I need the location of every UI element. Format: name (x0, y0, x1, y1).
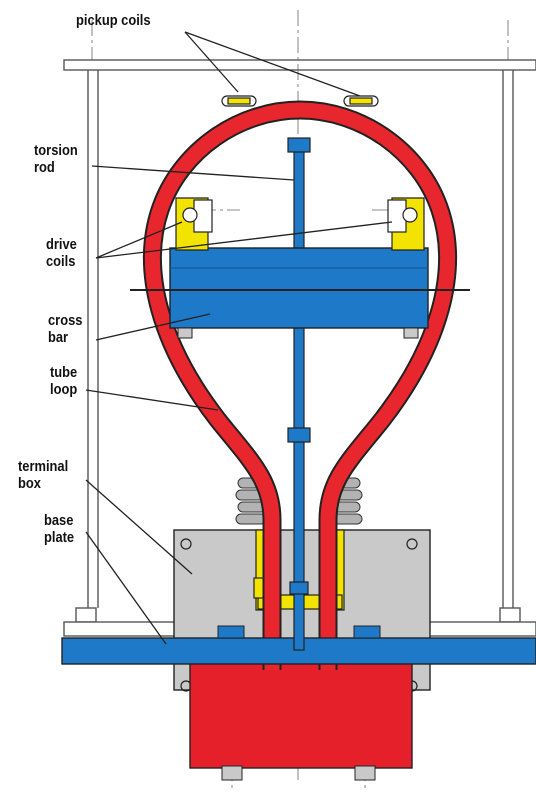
label-tube-loop-line1: tube (50, 364, 78, 381)
leader-lines (85, 31, 393, 645)
sensor-housing (173, 651, 431, 781)
label-cross-bar-line1: cross (48, 312, 83, 329)
label-terminal-box: terminal box (18, 458, 68, 492)
label-cross-bar: cross bar (48, 312, 82, 346)
label-base-plate: base plate (44, 512, 74, 546)
pickup-coil-left (221, 95, 257, 107)
torsion-rod (287, 137, 311, 651)
label-pickup-coils: pickup coils (76, 12, 151, 29)
pickup-coil-right (343, 95, 379, 107)
drive-coil-left (175, 197, 213, 251)
label-torsion-rod: torsion rod (34, 142, 78, 176)
label-tube-loop: tube loop (50, 364, 77, 398)
label-terminal-box-line1: terminal (18, 458, 69, 475)
label-base-plate-line2: plate (44, 529, 75, 546)
tube-loop (142, 100, 458, 670)
base-plate (61, 625, 536, 665)
label-base-plate-line1: base (44, 512, 74, 529)
label-tube-loop-line2: loop (50, 381, 78, 398)
label-cross-bar-line2: bar (48, 329, 69, 346)
label-torsion-rod-line2: rod (34, 159, 55, 176)
label-drive-coils: drive coils (46, 236, 77, 270)
label-drive-coils-line2: coils (46, 253, 76, 270)
label-pickup-coils-text: pickup coils (76, 12, 151, 29)
label-terminal-box-line2: box (18, 475, 41, 492)
cross-bar (130, 247, 470, 339)
label-torsion-rod-line1: torsion (34, 142, 78, 159)
drive-coil-right (387, 197, 425, 251)
label-drive-coils-line1: drive (46, 236, 77, 253)
